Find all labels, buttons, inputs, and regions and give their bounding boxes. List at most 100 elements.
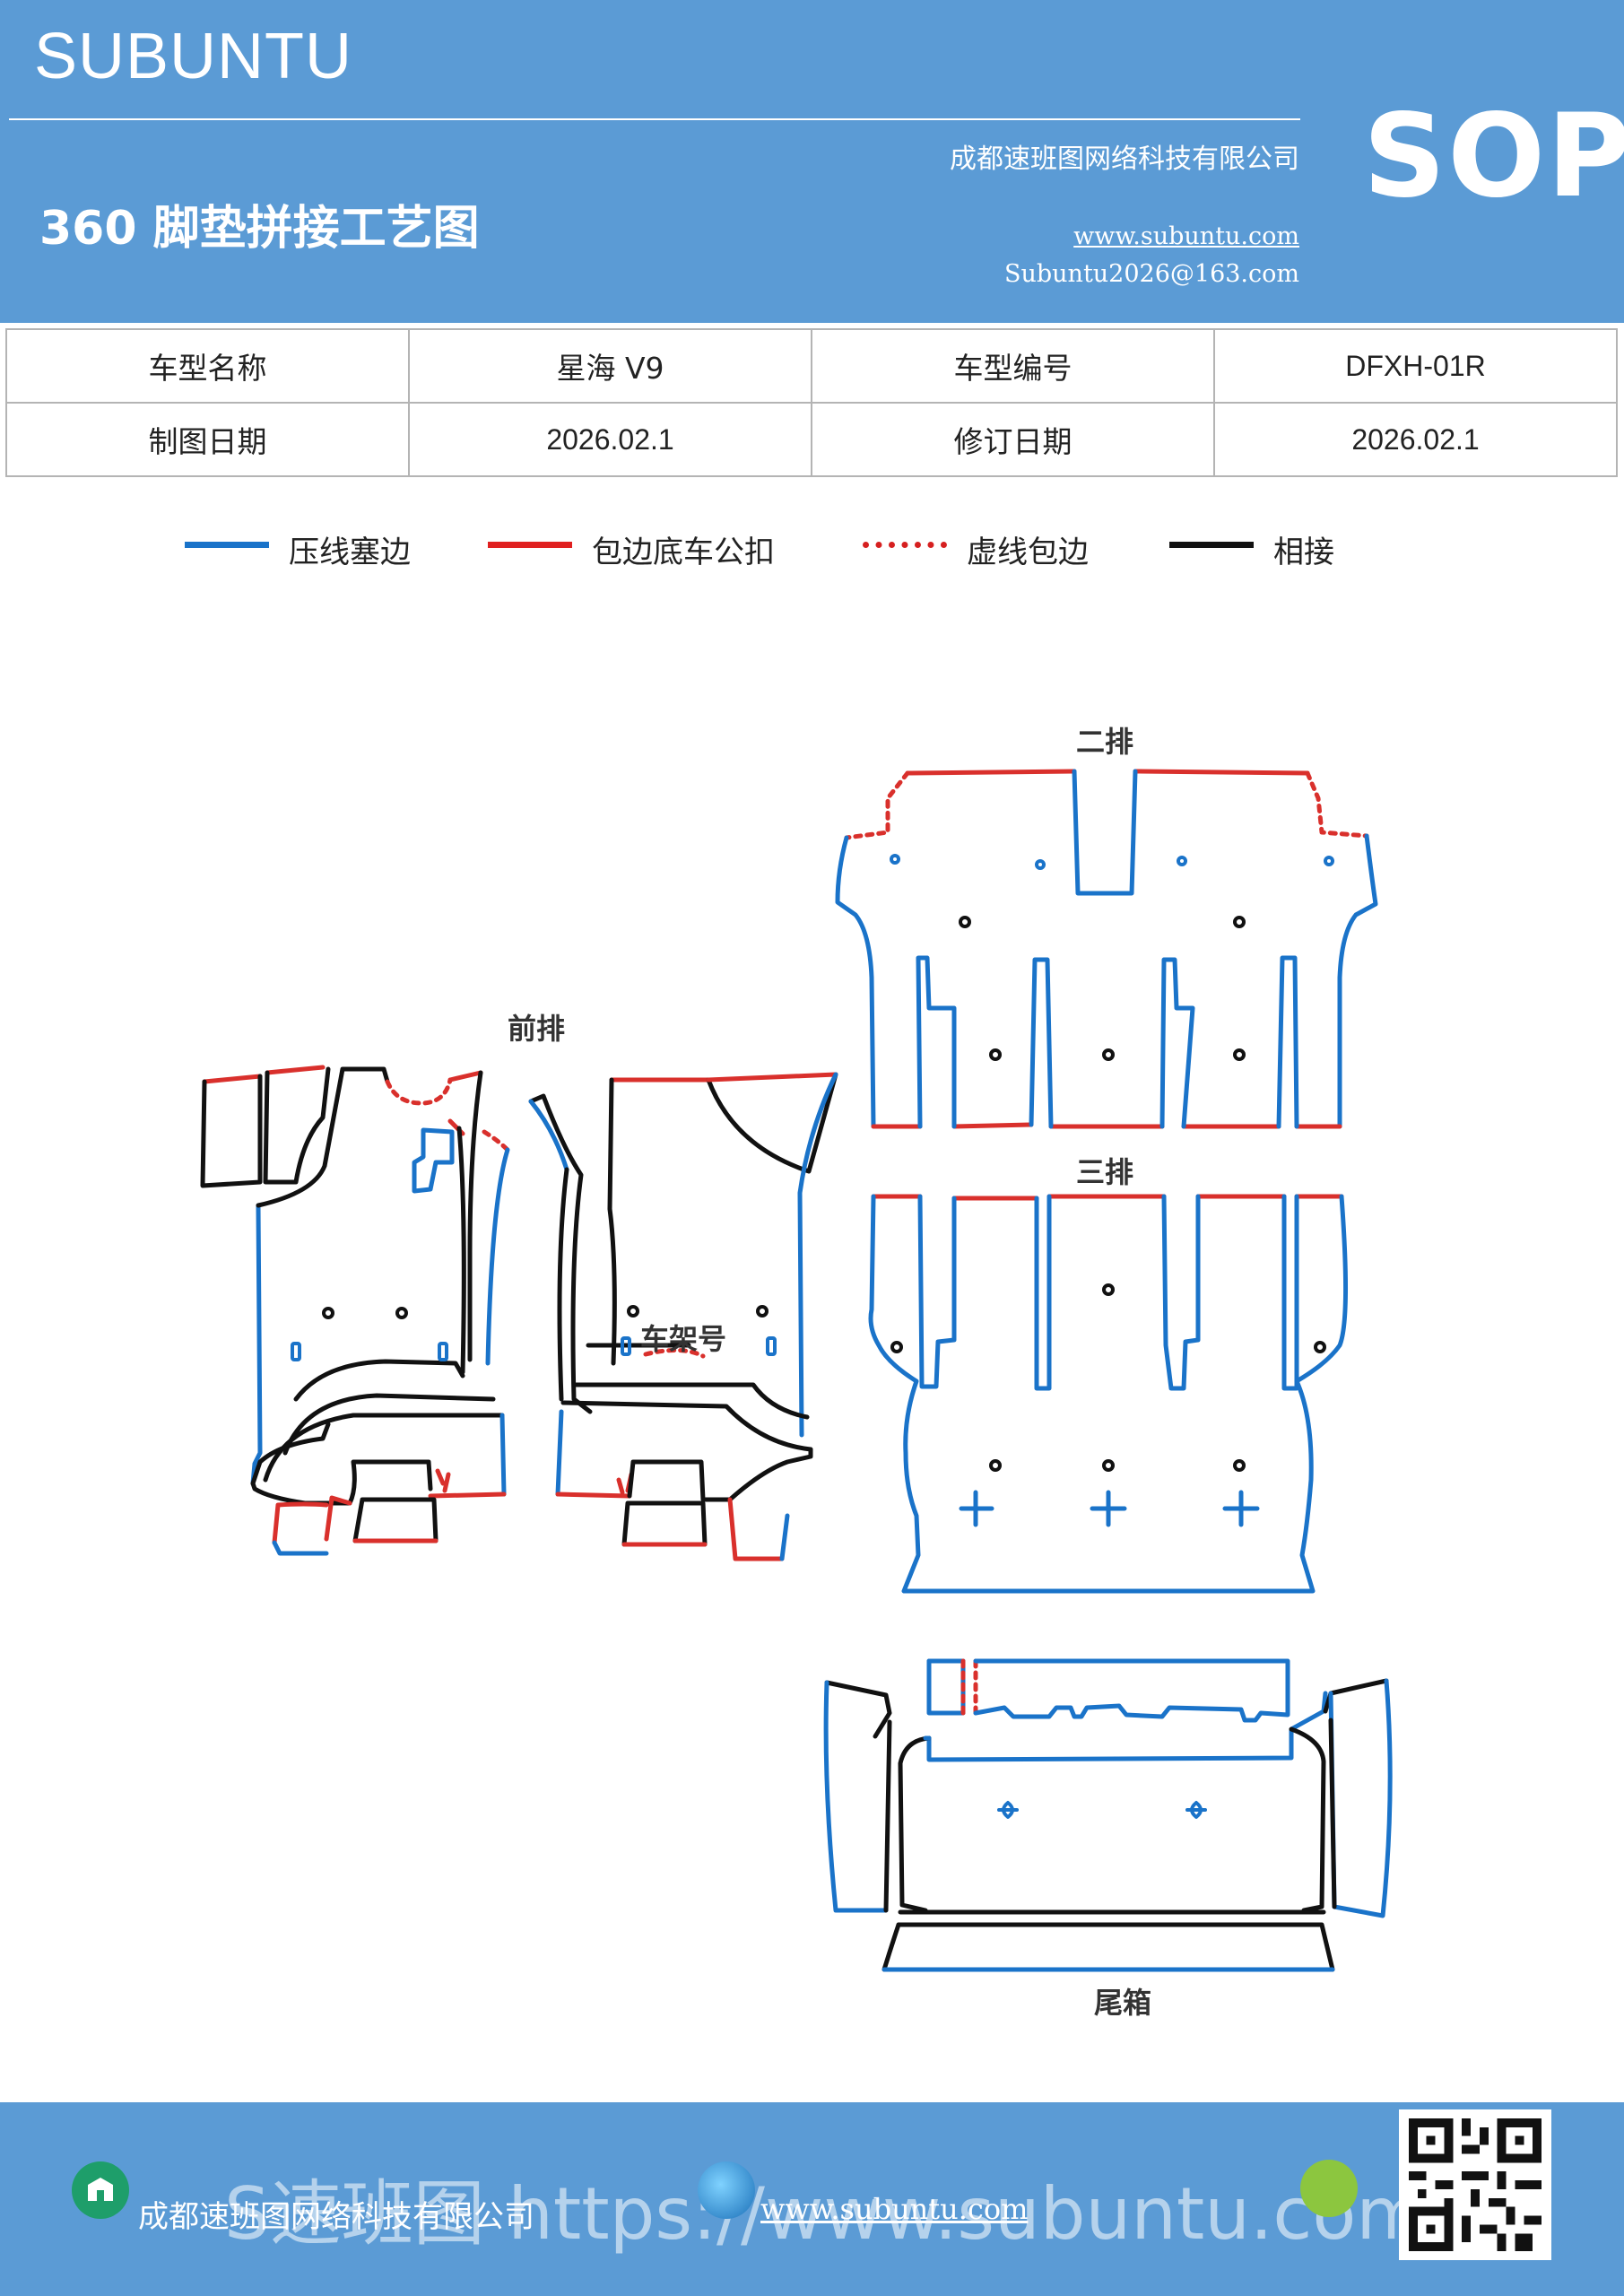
mat-slot-blue xyxy=(291,1342,301,1361)
model-code-value: DFXH-01R xyxy=(1213,328,1618,404)
mat-edge-blue xyxy=(1034,1194,1052,1391)
mat-edge-blue xyxy=(1029,957,1054,1129)
footer-banner: S速班图 https://www.subuntu.com 成都速班图网络科技有限… xyxy=(0,2102,1624,2296)
mat-edge-blue xyxy=(868,1194,1349,1594)
trunk-mats: 尾箱 xyxy=(823,1658,1393,2020)
legend-label: 相接 xyxy=(1273,535,1334,570)
mat-edge-black xyxy=(896,1922,1335,1972)
mat-edge-red xyxy=(202,1074,263,1084)
plus-mark xyxy=(1090,1490,1127,1527)
mat-cutout-blue xyxy=(412,1127,455,1194)
qr-code-icon xyxy=(1400,2109,1550,2260)
drawing-date-label: 制图日期 xyxy=(5,402,410,477)
sop-badge: SOP xyxy=(1363,90,1624,223)
mat-edge-black xyxy=(607,1077,617,1366)
mat-slot-blue xyxy=(1185,1801,1207,1819)
legend-label: 包边底车公扣 xyxy=(592,535,775,570)
company-icon xyxy=(72,2161,129,2219)
mat-slot-blue xyxy=(766,1336,777,1356)
table-row: 制图日期 2026.02.1 修订日期 2026.02.1 xyxy=(5,402,1618,477)
mat-edge-blue xyxy=(1072,769,1138,896)
mat-edge-blue xyxy=(917,1194,957,1389)
mat-edge-black xyxy=(1323,1678,1389,1714)
mat-edge-blue xyxy=(916,955,957,1129)
legend-swatch-dotted xyxy=(863,542,947,548)
header-banner: SUBUNTU 360 脚垫拼接工艺图 成都速班图网络科技有限公司 www.su… xyxy=(0,0,1624,323)
qr-code xyxy=(1399,2109,1551,2260)
floor-mat-diagram: 前排 xyxy=(200,725,1393,2020)
mat-edge-black xyxy=(557,1167,569,1402)
mat-edge-black xyxy=(467,1070,483,1362)
mat-clip-hole xyxy=(756,1305,769,1318)
website-link[interactable]: www.subuntu.com xyxy=(1073,222,1299,250)
legend-label: 虚线包边 xyxy=(967,535,1089,570)
mat-edge-black xyxy=(706,1072,838,1174)
mat-edge-black xyxy=(456,1126,466,1375)
mat-edge-black xyxy=(347,1459,433,1506)
model-name-label: 车型名称 xyxy=(5,328,410,404)
vehicle-info-table: 车型名称 星海 V9 车型编号 DFXH-01R 制图日期 2026.02.1 … xyxy=(5,328,1618,477)
wechat-icon xyxy=(1300,2160,1358,2217)
mat-edge-black xyxy=(263,1413,505,1483)
plus-mark xyxy=(1222,1490,1260,1527)
mat-clip-hole-blue xyxy=(1177,856,1187,866)
mat-edge-blue xyxy=(1161,1194,1201,1391)
model-code-label: 车型编号 xyxy=(811,328,1215,404)
mat-edge-blue xyxy=(528,1099,569,1172)
mat-clip-hole xyxy=(395,1307,408,1319)
mat-edge-red-dotted xyxy=(643,1347,706,1359)
mat-edge-blue xyxy=(823,1680,889,1913)
mat-edge-blue xyxy=(485,1147,510,1366)
mat-clip-hole xyxy=(959,916,971,928)
mat-edge-blue xyxy=(973,1658,1290,1723)
mat-edge-black xyxy=(621,1500,708,1547)
mat-edge-black xyxy=(200,1074,263,1188)
vin-label: 车架号 xyxy=(640,1322,726,1356)
mat-edge-black xyxy=(528,1093,593,1414)
company-name: 成都速班图网络科技有限公司 xyxy=(950,144,1299,175)
mat-mark-red xyxy=(435,1468,451,1493)
mat-edge-blue xyxy=(1159,957,1195,1129)
mat-slot-blue xyxy=(438,1342,448,1361)
mat-clip-hole-blue xyxy=(890,854,900,865)
email-link[interactable]: Subuntu2026@163.com xyxy=(1004,260,1299,288)
mat-clip-hole xyxy=(1233,1459,1246,1472)
mat-edge-blue xyxy=(1281,1194,1299,1391)
legend-swatch-red xyxy=(488,542,572,548)
mat-clip-hole xyxy=(1102,1048,1115,1061)
mat-edge-black xyxy=(352,1497,439,1544)
mat-edge-red xyxy=(447,1070,483,1083)
mat-clip-hole xyxy=(1233,1048,1246,1061)
second-row-mats: 二排 xyxy=(835,725,1378,1129)
mat-clip-hole xyxy=(989,1459,1002,1472)
second-row-label: 二排 xyxy=(1076,725,1133,759)
mat-clip-hole xyxy=(1102,1459,1115,1472)
mat-edge-blue xyxy=(926,1658,966,1716)
mat-clip-hole xyxy=(989,1048,1002,1061)
plus-mark xyxy=(959,1506,994,1527)
mat-edge-black xyxy=(883,1719,892,1913)
footer-website-link[interactable]: www.subuntu.com xyxy=(760,2192,1029,2226)
page-title: 360 脚垫拼接工艺图 xyxy=(39,202,480,256)
drawing-date-value: 2026.02.1 xyxy=(408,402,812,477)
mat-edge-red xyxy=(555,1492,632,1499)
mat-clip-hole xyxy=(627,1305,639,1318)
header-divider xyxy=(9,118,1300,120)
mat-slot-blue xyxy=(621,1336,631,1356)
mat-edge-red-dotted xyxy=(1305,770,1369,839)
building-icon xyxy=(88,2178,113,2201)
front-row-label: 前排 xyxy=(508,1012,565,1046)
mat-clip-hole-blue xyxy=(1035,859,1046,870)
mat-edge-red-dotted xyxy=(844,770,910,840)
revision-date-label: 修订日期 xyxy=(811,402,1215,477)
brand-logo-text: SUBUNTU xyxy=(34,21,353,92)
mat-clip-hole xyxy=(1233,916,1246,928)
mat-edge-black xyxy=(263,1066,331,1185)
legend-label: 压线塞边 xyxy=(289,535,411,570)
mat-edge-red-dotted xyxy=(960,1658,978,1716)
mat-edge-black xyxy=(824,1680,892,1739)
mat-clip-hole xyxy=(890,1341,903,1353)
mat-edge-black xyxy=(571,1382,810,1420)
mat-edge-black xyxy=(560,1400,813,1452)
footer-watermark: S速班图 https://www.subuntu.com xyxy=(224,2172,1427,2256)
